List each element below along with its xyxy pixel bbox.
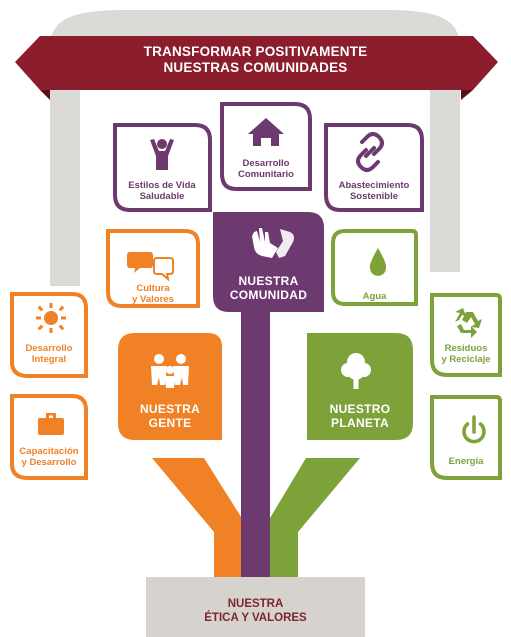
label-hub-comunidad-line2: COMUNIDAD	[229, 288, 308, 303]
label-estilos: Estilos de Vida Saludable	[112, 180, 212, 202]
base-title: NUESTRA ÉTICA Y VALORES	[146, 597, 365, 626]
label-hub-planeta: NUESTRO PLANETA	[307, 402, 413, 430]
label-hub-gente-line1: NUESTRA	[139, 402, 201, 416]
tree-icon	[341, 353, 371, 389]
label-di-line2: Integral	[31, 354, 67, 366]
card-desarrollo-comunitario[interactable]	[220, 102, 312, 191]
label-dc-line1: Desarrollo	[242, 158, 290, 169]
speech-bubbles-icon	[127, 252, 174, 282]
label-ab-line1: Abastecimiento	[338, 180, 410, 191]
card-capacitacion[interactable]	[10, 394, 88, 480]
house-icon	[248, 118, 284, 146]
label-hub-planeta-line1: NUESTRO	[329, 402, 391, 416]
recycle-icon	[455, 308, 482, 338]
banner-fold-right	[461, 90, 473, 100]
banner-line-1: TRANSFORMAR POSITIVAMENTE	[143, 44, 368, 59]
sun-icon	[36, 303, 66, 333]
label-agua-line1: Agua	[362, 291, 387, 302]
label-res-line2: y Reciclaje	[441, 354, 491, 366]
label-cultura: Cultura y Valores	[108, 283, 198, 305]
label-agua: Agua	[333, 291, 416, 302]
chain-link-icon	[356, 132, 384, 172]
trunk-right	[264, 458, 360, 592]
hub-planeta[interactable]	[307, 333, 413, 440]
briefcase-icon	[38, 413, 64, 435]
label-estilos-line1: Estilos de Vida	[128, 180, 196, 191]
power-icon	[462, 415, 486, 444]
trunk-center	[241, 300, 270, 590]
label-ab-line2: Sostenible	[349, 191, 399, 203]
base-line-1: NUESTRA	[227, 598, 284, 610]
base-block	[146, 577, 365, 637]
label-capacitacion: Capacitación y Desarrollo	[8, 446, 90, 468]
hub-comunidad[interactable]	[213, 212, 324, 312]
label-hub-comunidad-line1: NUESTRA	[238, 274, 299, 288]
card-desarrollo-integral[interactable]	[10, 292, 88, 378]
family-icon	[151, 354, 189, 388]
label-hub-planeta-line2: PLANETA	[331, 416, 389, 431]
label-dc-line2: Comunitario	[238, 169, 294, 181]
label-hub-comunidad: NUESTRA COMUNIDAD	[213, 274, 324, 302]
person-arms-up-icon	[150, 139, 174, 170]
label-desarrollo-integral: Desarrollo Integral	[10, 343, 88, 365]
banner-fold-left	[40, 90, 50, 100]
base-line-2: ÉTICA Y VALORES	[204, 612, 307, 625]
label-hub-gente-line2: GENTE	[148, 416, 192, 431]
label-cultura-line2: y Valores	[132, 294, 174, 306]
banner-title: TRANSFORMAR POSITIVAMENTE NUESTRAS COMUN…	[80, 44, 431, 76]
hands-icon	[252, 228, 294, 258]
label-desarrollo-comunitario: Desarrollo Comunitario	[222, 158, 310, 180]
label-energia: Energía	[430, 456, 502, 467]
label-cap-line1: Capacitación	[19, 446, 79, 457]
water-drop-icon	[369, 248, 387, 276]
banner-line-2: NUESTRAS COMUNIDADES	[163, 59, 348, 75]
label-cultura-line1: Cultura	[136, 283, 170, 294]
card-residuos[interactable]	[430, 293, 502, 377]
label-estilos-line2: Saludable	[139, 191, 185, 203]
label-energia-line1: Energía	[448, 456, 484, 467]
banner-ribbon	[15, 36, 498, 90]
trunk-left	[152, 458, 248, 592]
label-hub-gente: NUESTRA GENTE	[118, 402, 222, 430]
label-residuos: Residuos y Reciclaje	[430, 343, 502, 365]
label-cap-line2: y Desarrollo	[21, 457, 77, 469]
label-abastecimiento: Abastecimiento Sostenible	[324, 180, 424, 202]
label-res-line1: Residuos	[444, 343, 488, 354]
label-di-line1: Desarrollo	[25, 343, 73, 354]
